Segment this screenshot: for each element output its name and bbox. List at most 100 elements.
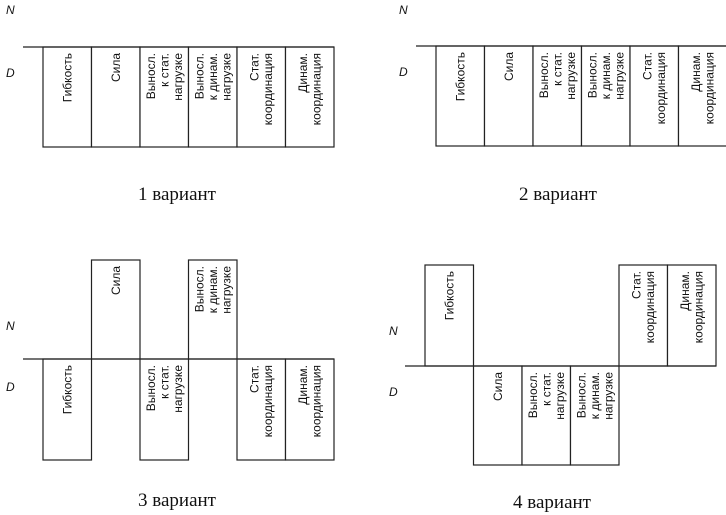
column-box <box>236 46 287 148</box>
column-label-line: координация <box>654 52 668 124</box>
quality-column: Гибкость <box>42 46 93 148</box>
column-label-line: к стат. <box>539 372 553 406</box>
quality-column: Сила <box>472 365 523 466</box>
column-label-line: Гибкость <box>453 52 467 101</box>
column-box <box>90 259 141 360</box>
variant-caption: 2 вариант <box>519 184 598 205</box>
column-label-line: координация <box>643 271 657 343</box>
variant-caption: 1 вариант <box>138 184 217 205</box>
axis-label-d: D <box>389 385 398 399</box>
column-label-line: Гибкость <box>60 365 74 414</box>
variant-caption: 4 вариант <box>513 492 592 513</box>
quality-column: Выносл.к динам.нагрузке <box>187 46 238 148</box>
quality-column: Выносл.к стат.нагрузке <box>139 46 190 148</box>
quality-column: Гибкость <box>435 45 486 147</box>
column-box <box>42 46 93 148</box>
quality-column: Выносл.к динам.нагрузке <box>187 259 238 360</box>
column-label-line: нагрузке <box>219 266 233 314</box>
column-label-line: Стат. <box>630 271 644 299</box>
column-label-line: к стат. <box>550 52 564 86</box>
column-label-line: к динам. <box>588 372 602 419</box>
column-label-line: нагрузке <box>601 372 615 420</box>
column-label-line: координация <box>261 365 275 437</box>
quality-column: Выносл.к динам.нагрузке <box>569 365 620 466</box>
column-label-line: к стат. <box>157 53 171 87</box>
column-box <box>532 45 583 147</box>
column-label-line: координация <box>692 271 706 343</box>
column-label-line: Динам. <box>678 271 692 311</box>
quality-column: Сила <box>483 45 534 147</box>
column-label-line: к стат. <box>157 365 171 399</box>
axis-label-d: D <box>399 65 408 79</box>
column-label-line: Гибкость <box>442 271 456 320</box>
quality-column: Сила <box>90 46 141 148</box>
quality-column: Гибкость <box>424 264 475 367</box>
column-box <box>629 45 680 147</box>
axis-label-d: D <box>6 66 15 80</box>
column-box <box>187 259 238 360</box>
column-label-line: нагрузке <box>553 372 567 420</box>
quality-column: Сила <box>90 259 141 360</box>
column-label-line: Динам. <box>689 52 703 92</box>
column-box <box>139 358 190 461</box>
quality-column: Стат.координация <box>236 46 287 148</box>
column-label-line: координация <box>310 53 324 125</box>
quality-column: Стат.координация <box>236 358 287 461</box>
column-box <box>580 45 631 147</box>
column-label-line: к динам. <box>206 266 220 313</box>
quality-column: Выносл.к динам.нагрузке <box>580 45 631 147</box>
column-label-line: Выносл. <box>526 372 540 418</box>
column-box <box>90 46 141 148</box>
column-label-line: Сила <box>109 266 123 295</box>
column-label-line: координация <box>310 365 324 437</box>
column-label-line: Стат. <box>641 52 655 80</box>
column-label-line: координация <box>261 53 275 125</box>
quality-column: Стат.координация <box>618 264 669 367</box>
column-label-line: к динам. <box>599 52 613 99</box>
quality-column: Гибкость <box>42 358 93 461</box>
quality-column: Выносл.к стат.нагрузке <box>532 45 583 147</box>
quality-column: Выносл.к стат.нагрузке <box>139 358 190 461</box>
column-label-line: нагрузке <box>171 53 185 101</box>
quality-column: Динам.координация <box>677 45 726 147</box>
axis-label-n: N <box>399 3 408 17</box>
quality-column: Динам.координация <box>284 46 335 148</box>
column-label-line: Выносл. <box>192 53 206 99</box>
column-box <box>666 264 717 367</box>
column-label-line: Сила <box>109 53 123 82</box>
quality-column: Динам.координация <box>284 358 335 461</box>
quality-column: Выносл.к стат.нагрузке <box>521 365 572 466</box>
column-label-line: Выносл. <box>585 52 599 98</box>
column-label-line: Выносл. <box>144 365 158 411</box>
column-box <box>284 46 335 148</box>
column-box <box>284 358 335 461</box>
column-label-line: Гибкость <box>60 53 74 102</box>
column-box <box>521 365 572 466</box>
column-label-line: Выносл. <box>192 266 206 312</box>
column-label-line: Стат. <box>248 53 262 81</box>
axis-label-n: N <box>6 319 15 333</box>
column-label-line: Динам. <box>296 53 310 93</box>
axis-label-d: D <box>6 380 15 394</box>
column-box <box>424 264 475 367</box>
axis-label-n: N <box>389 324 398 338</box>
variant-caption: 3 вариант <box>138 490 217 511</box>
axis-label-n: N <box>6 3 15 17</box>
column-label-line: Сила <box>491 372 505 401</box>
quality-column: Стат.координация <box>629 45 680 147</box>
column-label-line: Стат. <box>248 365 262 393</box>
column-label-line: нагрузке <box>219 53 233 101</box>
column-label-line: координация <box>703 52 717 124</box>
column-label-line: нагрузке <box>171 365 185 413</box>
column-label-line: нагрузке <box>612 52 626 100</box>
column-label-line: нагрузке <box>564 52 578 100</box>
column-label-line: Выносл. <box>144 53 158 99</box>
column-label-line: Динам. <box>296 365 310 405</box>
column-label-line: Сила <box>502 52 516 81</box>
